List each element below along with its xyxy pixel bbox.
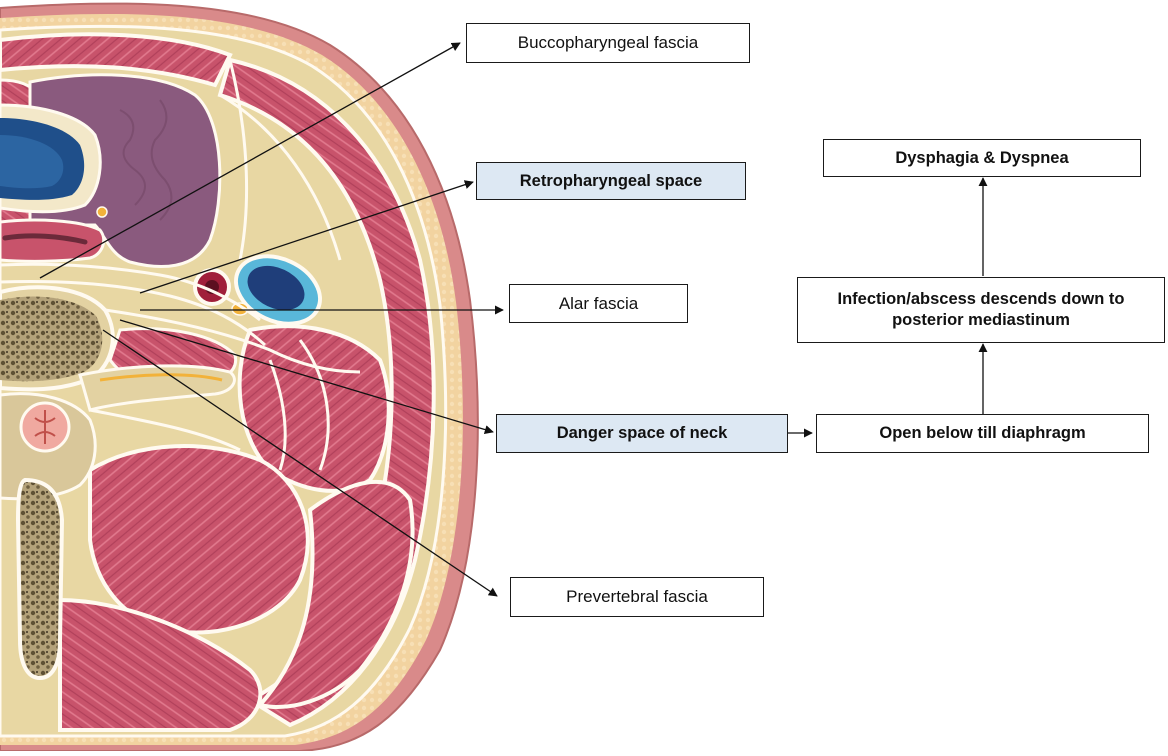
buccopharyngeal-fascia-label: Buccopharyngeal fascia — [466, 23, 750, 63]
retropharyngeal-space-label: Retropharyngeal space — [476, 162, 746, 200]
prevertebral-pointer — [103, 330, 497, 596]
danger-pointer — [120, 320, 493, 432]
danger-space-label: Danger space of neck — [496, 414, 788, 453]
prevertebral-fascia-label: Prevertebral fascia — [510, 577, 764, 617]
open-below-box: Open below till diaphragm — [816, 414, 1149, 453]
symptoms-box: Dysphagia & Dyspnea — [823, 139, 1141, 177]
retropharyngeal-pointer — [140, 182, 473, 293]
descends-box: Infection/abscess descends down to poste… — [797, 277, 1165, 343]
alar-fascia-label: Alar fascia — [509, 284, 688, 323]
buccopharyngeal-pointer — [40, 43, 460, 278]
